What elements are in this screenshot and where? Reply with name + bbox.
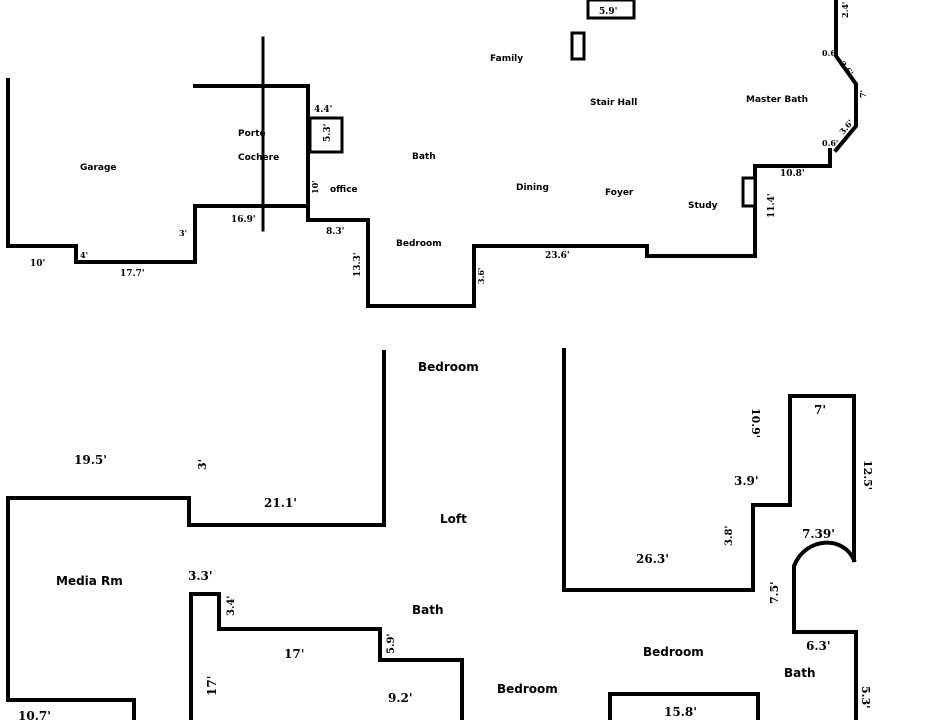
dim-label: 4' bbox=[80, 250, 88, 260]
upper-floor-plan: Bedroom Loft Media Rm Bath Bedroom Bedro… bbox=[6, 348, 874, 720]
room-label-porte: Porte bbox=[238, 129, 266, 139]
bath-wall bbox=[189, 592, 464, 720]
room-label-garage: Garage bbox=[80, 163, 117, 173]
dim-label: 19.5' bbox=[74, 453, 107, 467]
dim-label: 10.7' bbox=[18, 709, 51, 720]
dim-label: 6.3' bbox=[806, 639, 831, 653]
room-label-loft: Loft bbox=[440, 512, 467, 526]
dim-label: 5.9' bbox=[386, 634, 397, 654]
room-label-office: office bbox=[330, 185, 358, 195]
column-box bbox=[570, 31, 586, 61]
dim-label: 2.4' bbox=[840, 2, 850, 18]
room-label-bedroom-bottom: Bedroom bbox=[497, 682, 558, 696]
room-label-stair-hall: Stair Hall bbox=[590, 98, 637, 108]
media-room-wall bbox=[6, 350, 386, 720]
dim-label: 3.8' bbox=[724, 526, 735, 546]
bath-arch-wall bbox=[792, 540, 858, 720]
room-label-bedroom-right: Bedroom bbox=[643, 645, 704, 659]
dim-label: 7.39' bbox=[802, 527, 835, 541]
dim-label: 12.5' bbox=[861, 460, 874, 490]
room-label-foyer: Foyer bbox=[605, 188, 634, 198]
dim-label: 26.3' bbox=[636, 552, 669, 566]
dim-label: 7.5' bbox=[768, 581, 781, 604]
dim-label: 3' bbox=[196, 459, 209, 470]
room-label-bath: Bath bbox=[412, 603, 444, 617]
room-label-family: Family bbox=[490, 54, 523, 64]
dim-label: 0.6' bbox=[822, 138, 838, 148]
dim-label: 21.1' bbox=[264, 496, 297, 510]
dim-label: 5.9' bbox=[599, 7, 617, 17]
ground-floor-plan: Garage Porte Cochere office Bath Family … bbox=[6, 0, 868, 308]
dim-label: 4.4' bbox=[314, 105, 332, 115]
dim-label: 8.3' bbox=[326, 227, 344, 237]
dim-label: 10' bbox=[30, 259, 45, 269]
closet-box bbox=[308, 116, 344, 154]
dim-label: 3.6' bbox=[837, 117, 855, 136]
room-label-study: Study bbox=[688, 201, 718, 211]
dim-label: 5.3' bbox=[859, 686, 872, 709]
room-label-media-rm: Media Rm bbox=[56, 574, 123, 588]
dim-label: 17' bbox=[205, 676, 219, 696]
dim-label: 3.4' bbox=[226, 596, 237, 616]
closet-wall-bottom bbox=[608, 692, 760, 720]
dim-label: 15.8' bbox=[664, 705, 697, 719]
bedroom-wall-right bbox=[562, 348, 856, 592]
dim-label: 23.6' bbox=[545, 251, 570, 261]
dim-label: 17.7' bbox=[120, 269, 145, 279]
dim-label: 16.9' bbox=[231, 215, 256, 225]
dim-label: 10.9' bbox=[749, 408, 762, 438]
dim-label: 9.2' bbox=[388, 691, 413, 705]
room-label-master-bath: Master Bath bbox=[746, 95, 808, 105]
room-label-bedroom: Bedroom bbox=[396, 239, 442, 249]
dim-label: 13.3' bbox=[353, 252, 363, 277]
dim-label: 17' bbox=[284, 647, 304, 661]
study-cabinet-box bbox=[741, 176, 757, 208]
ground-floor-outline-center bbox=[306, 148, 832, 308]
dim-label: 3.9' bbox=[734, 474, 759, 488]
room-label-bath: Bath bbox=[412, 152, 436, 162]
dim-label: 3.3' bbox=[188, 569, 213, 583]
dim-label: 0.6' bbox=[822, 48, 838, 58]
dim-label: 3.6' bbox=[476, 268, 486, 284]
dim-label: 10.8' bbox=[780, 169, 805, 179]
dim-label: 7' bbox=[814, 403, 826, 417]
room-label-cochere: Cochere bbox=[238, 153, 279, 163]
dim-label: 5.3' bbox=[323, 124, 333, 142]
ground-floor-outline-main bbox=[6, 78, 310, 264]
dim-label: 7' bbox=[858, 90, 868, 98]
room-label-bedroom-top: Bedroom bbox=[418, 360, 479, 374]
dim-label: 3' bbox=[179, 228, 187, 238]
room-label-bath-right: Bath bbox=[784, 666, 816, 680]
ground-floor-bay-wall bbox=[833, 0, 858, 153]
dim-label: 11.4' bbox=[767, 193, 777, 218]
dim-label: 10' bbox=[310, 180, 320, 194]
room-label-dining: Dining bbox=[516, 183, 549, 193]
fireplace-box bbox=[586, 0, 636, 20]
